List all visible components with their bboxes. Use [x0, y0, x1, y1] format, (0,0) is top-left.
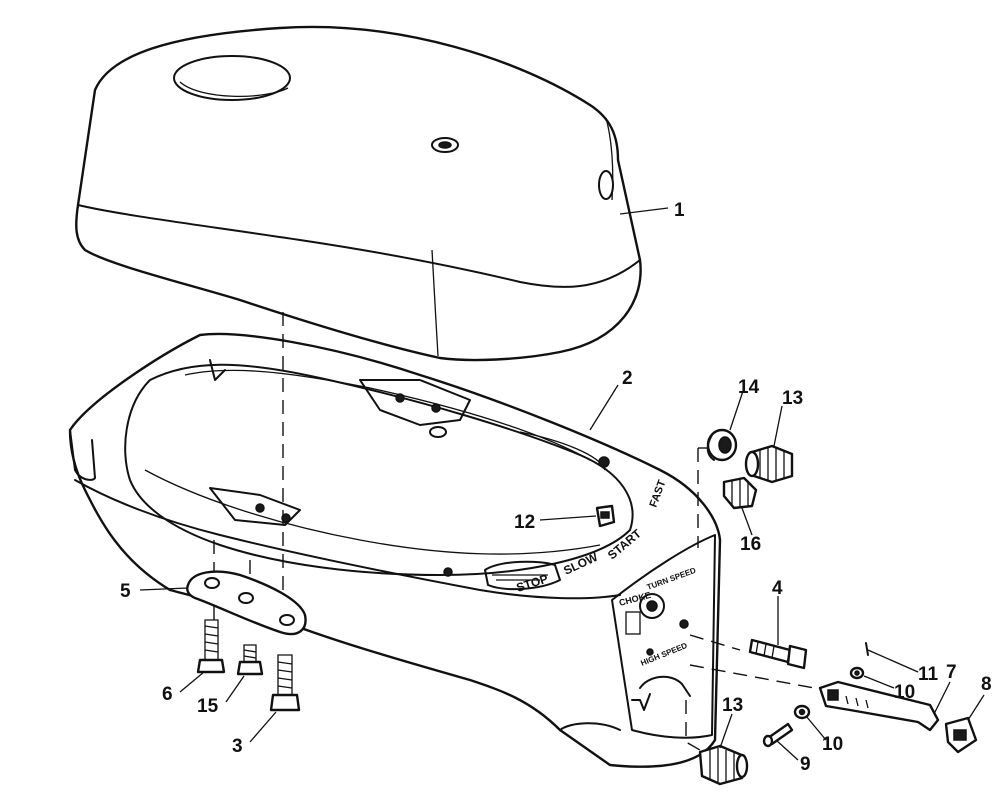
screw-part-3 [269, 654, 301, 712]
callout-7: 7 [946, 662, 957, 683]
callout-1: 1 [674, 200, 685, 221]
callout-2: 2 [622, 368, 633, 389]
leader-lines [139, 207, 985, 761]
knob-part-13-lower [698, 744, 749, 786]
screw-part-15 [236, 644, 264, 676]
callout-4: 4 [772, 578, 783, 599]
pin-part-9 [762, 722, 794, 748]
callout-14: 14 [738, 377, 760, 398]
engine-cover-part-1 [75, 25, 642, 362]
callout-13-upper: 13 [782, 388, 803, 409]
knob-part-13-upper [744, 444, 794, 484]
callout-11: 11 [918, 664, 939, 685]
callout-8: 8 [981, 674, 992, 695]
throttle-lever-part-7 [818, 680, 940, 732]
callout-15: 15 [197, 696, 219, 717]
lower-cover-part-2 [68, 332, 722, 768]
knob-part-16 [722, 476, 758, 510]
callout-6: 6 [162, 684, 173, 705]
grommet-part-14 [706, 428, 738, 462]
callout-5: 5 [120, 581, 131, 602]
callout-16: 16 [740, 534, 761, 555]
washer-part-10-lower [793, 704, 811, 720]
callout-10-upper: 10 [894, 682, 915, 703]
washer-part-10-upper [849, 666, 865, 680]
screw-part-6 [196, 619, 226, 674]
callout-13-lower: 13 [722, 695, 743, 716]
callout-12: 12 [514, 512, 535, 533]
pin-part-11 [865, 642, 869, 656]
knob-part-8 [944, 716, 978, 754]
screw-part-4 [748, 638, 808, 670]
callout-3: 3 [232, 736, 243, 757]
callout-9: 9 [800, 754, 811, 775]
callout-labels: 1 2 3 4 5 6 7 8 9 10 10 11 12 13 13 14 1… [120, 200, 992, 775]
retainer-plate-part-5 [186, 570, 307, 636]
clip-part-12 [595, 504, 616, 528]
callout-10-lower: 10 [822, 734, 843, 755]
